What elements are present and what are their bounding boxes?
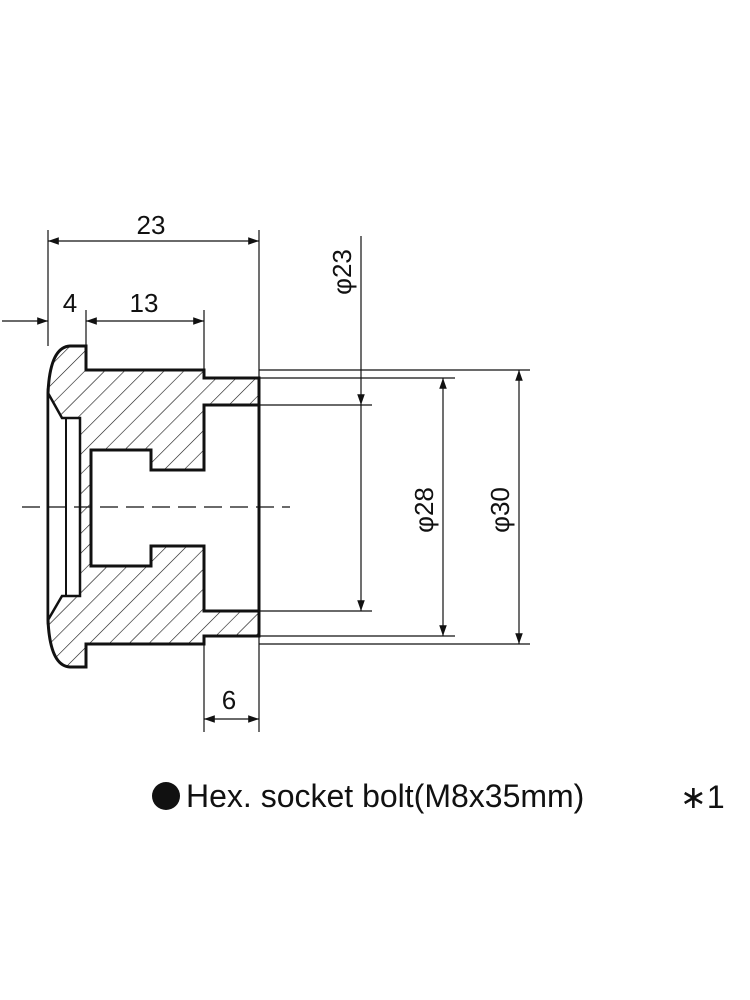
- dim-flange-width: 4: [63, 288, 77, 318]
- extension-lines: [47, 230, 530, 732]
- dim-total-length: 23: [137, 210, 166, 240]
- dim-dia-inner: φ23: [327, 249, 357, 295]
- dim-bore-depth: 6: [222, 685, 236, 715]
- caption: Hex. socket bolt(M8x35mm) ∗1: [152, 778, 725, 815]
- filled-circle-icon: [152, 782, 180, 810]
- dim-dia-outer: φ30: [485, 487, 515, 533]
- dim-middle-length: 13: [130, 288, 159, 318]
- dim-dia-mid: φ28: [409, 487, 439, 533]
- caption-text: Hex. socket bolt(M8x35mm): [186, 778, 585, 814]
- caption-note: ∗1: [680, 779, 725, 815]
